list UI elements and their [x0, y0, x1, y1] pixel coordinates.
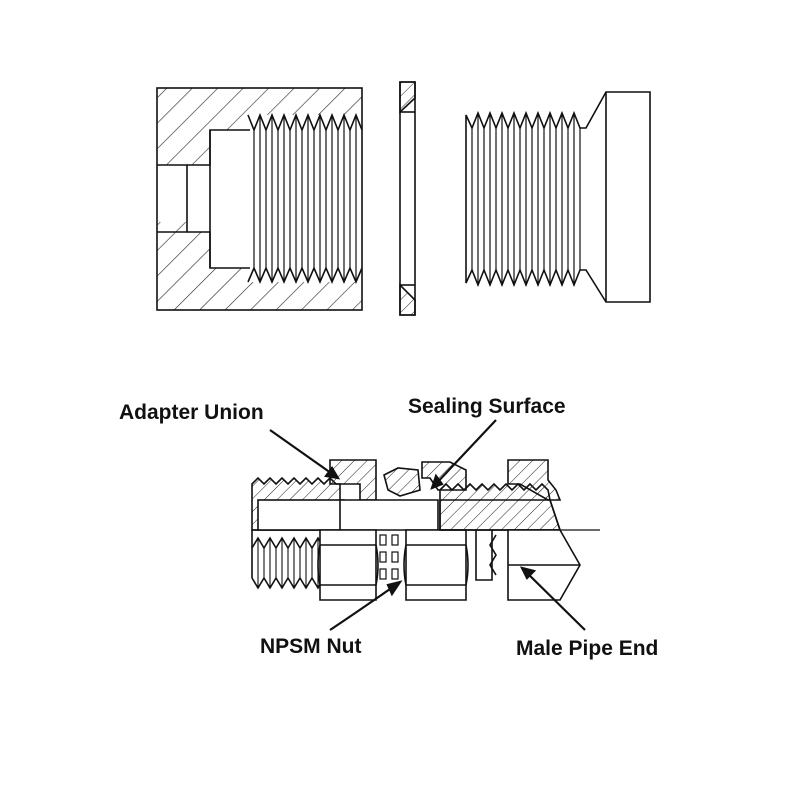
npsm-nut-section — [379, 461, 469, 601]
female-thread-top — [247, 112, 363, 133]
leader-male-pipe-end — [521, 567, 586, 631]
npsm-nut-label: NPSM Nut — [260, 635, 362, 658]
female-port-block — [156, 87, 363, 311]
leader-lines — [269, 419, 586, 631]
top-view — [156, 81, 651, 316]
male-thread-profile — [465, 91, 651, 303]
bottom-view — [251, 419, 600, 631]
male-pipe-end — [439, 459, 581, 601]
female-thread-bottom — [247, 265, 363, 285]
sealing-surface-label: Sealing Surface — [408, 395, 566, 418]
male-pipe-end-label: Male Pipe End — [516, 637, 659, 660]
adapter-union-label: Adapter Union — [119, 401, 264, 424]
sealing-washer — [399, 81, 416, 316]
male-threaded-plug — [465, 91, 651, 303]
adapter-union-left-thread — [251, 476, 345, 590]
adapter-union-body — [317, 459, 439, 601]
leader-adapter-union — [269, 429, 339, 479]
leader-sealing-surface — [431, 419, 497, 489]
